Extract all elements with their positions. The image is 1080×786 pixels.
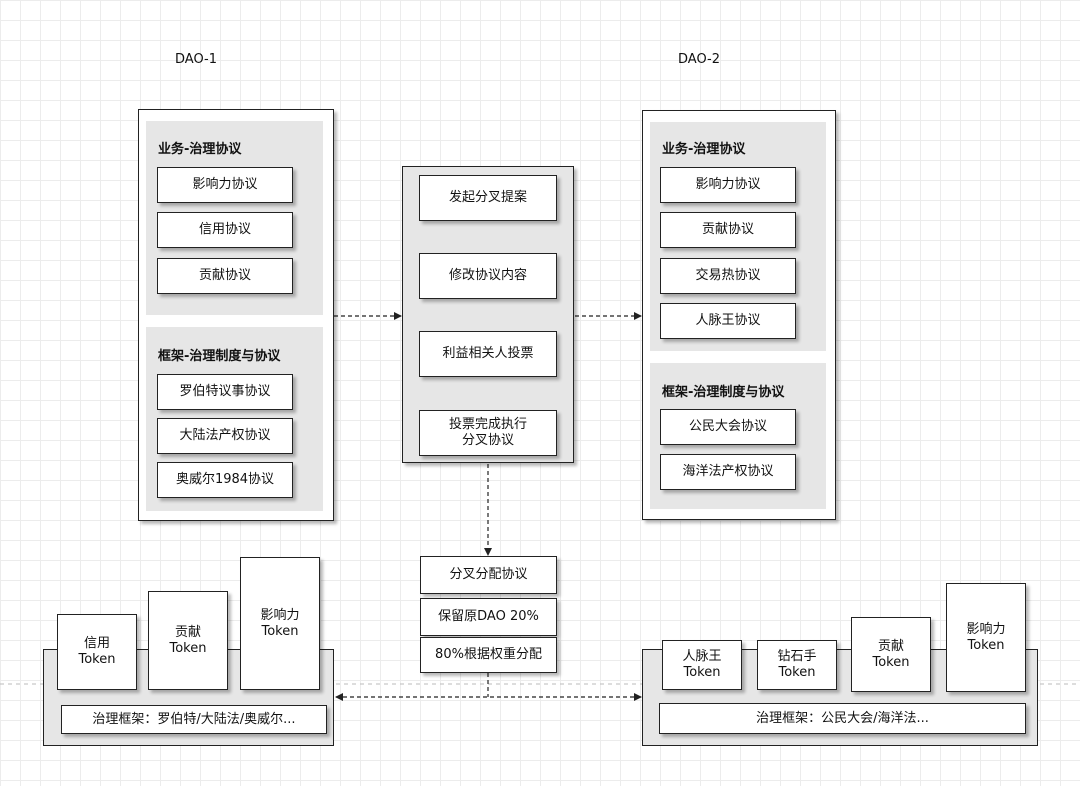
fork-step: 投票完成执行 分叉协议 xyxy=(419,410,557,456)
dao2-business-item: 贡献协议 xyxy=(660,212,796,248)
fork-step: 修改协议内容 xyxy=(419,253,557,299)
distribution-item: 分叉分配协议 xyxy=(420,556,557,594)
dao2-title: DAO-2 xyxy=(678,52,721,67)
dao1-governance-bar: 治理框架：罗伯特/大陆法/奥威尔... xyxy=(61,705,327,734)
fork-step: 利益相关人投票 xyxy=(419,331,557,377)
dao2-token-network: 人脉王 Token xyxy=(662,640,742,690)
dao1-business-item: 贡献协议 xyxy=(157,258,293,294)
dao2-framework-item: 海洋法产权协议 xyxy=(660,454,796,490)
dao2-token-contribution: 贡献 Token xyxy=(851,617,931,692)
dao2-framework-title: 框架-治理制度与协议 xyxy=(662,385,785,400)
dao1-business-item: 影响力协议 xyxy=(157,167,293,203)
dao2-token-diamond: 钻石手 Token xyxy=(757,640,837,690)
dao1-token-credit: 信用 Token xyxy=(57,614,137,690)
dao1-token-contribution: 贡献 Token xyxy=(148,591,228,690)
dao2-business-item: 交易热协议 xyxy=(660,258,796,294)
dao2-framework-item: 公民大会协议 xyxy=(660,409,796,445)
dao2-business-item: 影响力协议 xyxy=(660,167,796,203)
dao2-business-title: 业务-治理协议 xyxy=(662,142,746,157)
dao1-framework-item: 罗伯特议事协议 xyxy=(157,374,293,410)
dao2-governance-bar: 治理框架：公民大会/海洋法... xyxy=(659,703,1026,734)
dao1-framework-title: 框架-治理制度与协议 xyxy=(158,349,281,364)
dao1-business-item: 信用协议 xyxy=(157,212,293,248)
dao1-framework-item: 大陆法产权协议 xyxy=(157,418,293,454)
distribution-item: 保留原DAO 20% xyxy=(420,598,557,636)
fork-step: 发起分叉提案 xyxy=(419,175,557,221)
dao1-token-influence: 影响力 Token xyxy=(240,557,320,690)
dao2-token-influence: 影响力 Token xyxy=(946,583,1026,692)
dao1-title: DAO-1 xyxy=(175,52,218,67)
distribution-item: 80%根据权重分配 xyxy=(420,637,557,673)
dao2-business-item: 人脉王协议 xyxy=(660,303,796,339)
dao1-framework-item: 奥威尔1984协议 xyxy=(157,462,293,498)
dao1-business-title: 业务-治理协议 xyxy=(158,142,242,157)
